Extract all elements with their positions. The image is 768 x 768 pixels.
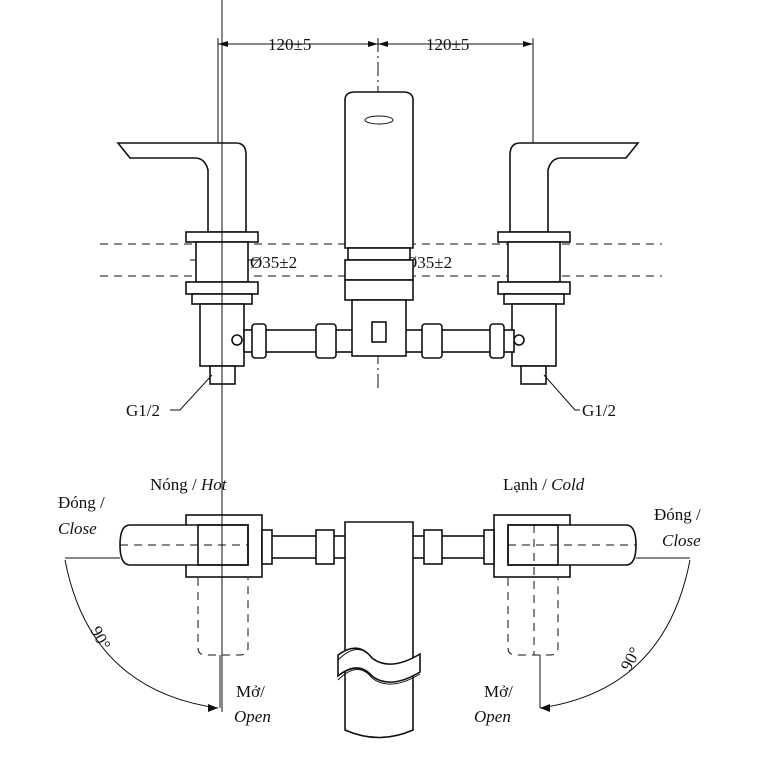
spout-top — [337, 521, 421, 739]
dimension-spacing-left: 120±5 — [268, 35, 311, 54]
hot-label-en: Hot — [200, 475, 228, 494]
thread-label-left: G1/2 — [126, 401, 160, 420]
open-label-left: Mở/ — [236, 682, 265, 701]
dimension-diameter-left: Ø35±2 — [250, 253, 297, 272]
hot-handle-elevation — [116, 142, 259, 385]
open-label-right-en: Open — [474, 707, 511, 726]
cold-handle-elevation — [497, 142, 640, 385]
cold-label-en: Cold — [551, 475, 585, 494]
close-label-right: Đóng / — [654, 505, 701, 524]
close-label-left: Đóng / — [58, 493, 105, 512]
dimension-diameter-right: Ø35±2 — [405, 253, 452, 272]
angle-label-right: 90° — [617, 644, 645, 674]
spout-elevation — [344, 91, 414, 357]
hot-label-vi: Nóng / — [150, 475, 201, 494]
dimension-spacing-right: 120±5 — [426, 35, 469, 54]
open-label-right: Mở/ — [484, 682, 513, 701]
cold-label: Lạnh / Cold — [503, 475, 585, 494]
cold-label-vi: Lạnh / — [503, 475, 551, 494]
angle-label-left: 90° — [86, 623, 114, 653]
close-label-right-en: Close — [662, 531, 701, 550]
thread-label-right: G1/2 — [582, 401, 616, 420]
cold-handle-top — [493, 514, 691, 712]
close-label-left-en: Close — [58, 519, 97, 538]
hot-label: Nóng / Hot — [150, 475, 228, 494]
hot-handle-top — [64, 0, 263, 712]
open-label-left-en: Open — [234, 707, 271, 726]
